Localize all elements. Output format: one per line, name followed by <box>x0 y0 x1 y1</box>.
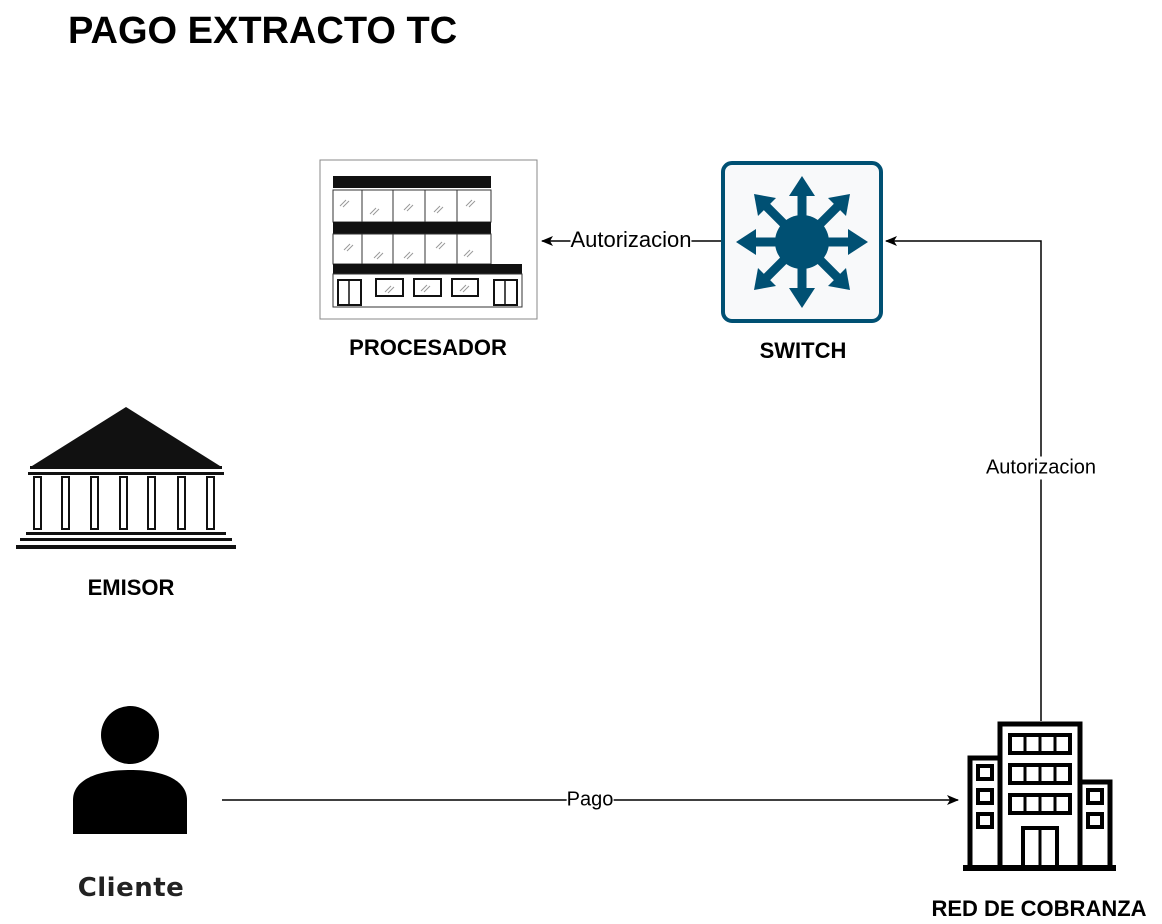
cliente-label: Cliente <box>77 873 185 903</box>
user-icon <box>73 706 187 834</box>
edge-label-cliente-red: Pago <box>566 788 614 812</box>
switch-label: SWITCH <box>759 338 847 363</box>
edge-label-red-switch: Autorizacion <box>985 456 1097 480</box>
edge-red-to-switch <box>885 236 1042 721</box>
red-cobranza-label: RED DE COBRANZA <box>931 896 1147 921</box>
edge-label-switch-procesador: Autorizacion <box>570 227 692 253</box>
diagram-title: PAGO EXTRACTO TC <box>68 10 458 52</box>
procesador-label: PROCESADOR <box>349 335 507 360</box>
emisor-label: EMISOR <box>87 575 175 600</box>
office-building-icon <box>319 159 538 320</box>
network-switch-icon <box>721 161 883 323</box>
bank-icon <box>16 407 236 549</box>
corporate-building-icon <box>963 721 1116 871</box>
